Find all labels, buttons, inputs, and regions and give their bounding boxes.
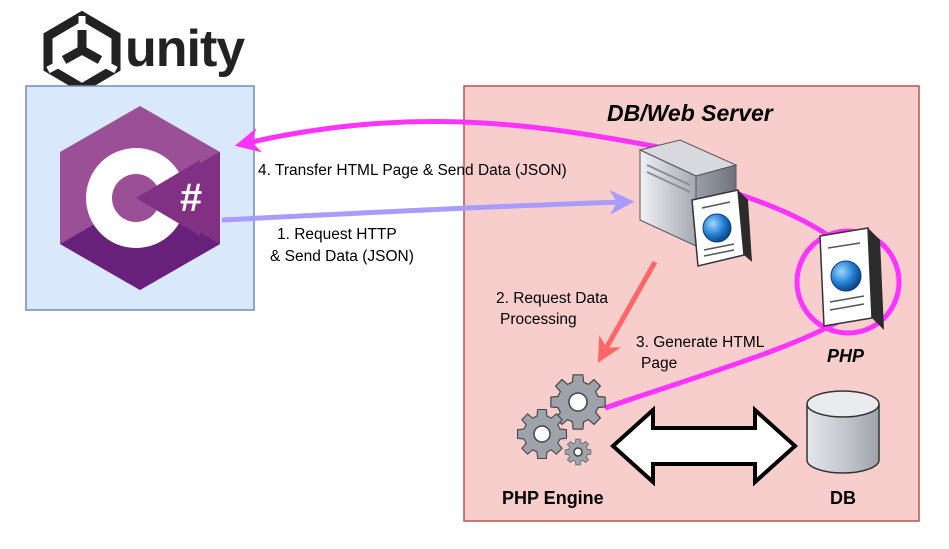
csharp-logo-icon: # — [60, 106, 220, 290]
web-page-icon — [691, 189, 752, 267]
request-arrow — [221, 189, 635, 223]
step-processing-line1: 2. Request Data — [496, 290, 608, 307]
generate-html-arrow — [604, 315, 847, 411]
php-node: PHP — [794, 227, 902, 366]
processing-arrow — [597, 260, 658, 363]
csharp-hash-glyph: # — [180, 176, 202, 220]
gears-icon — [516, 374, 606, 466]
php-label: PHP — [827, 346, 865, 366]
php-page-icon — [819, 227, 884, 330]
step-transfer-label: 4. Transfer HTML Page & Send Data (JSON) — [258, 162, 567, 179]
engine-db-link — [610, 405, 798, 487]
unity-logo: unity — [43, 10, 246, 94]
server-title: DB/Web Server — [607, 100, 774, 126]
database-cylinder-icon — [806, 390, 880, 474]
db-label: DB — [830, 488, 856, 508]
unity-wordmark: unity — [125, 20, 245, 78]
step-request-line1: 1. Request HTTP — [277, 226, 397, 243]
php-engine-label: PHP Engine — [502, 488, 604, 508]
step-generate-line2: Page — [641, 355, 677, 372]
step-generate-line1: 3. Generate HTML — [636, 334, 765, 351]
transfer-arrow — [234, 118, 664, 153]
step-request-line2: & Send Data (JSON) — [270, 248, 414, 265]
step-processing-line2: Processing — [500, 311, 577, 328]
unity-cube-icon — [43, 10, 121, 94]
